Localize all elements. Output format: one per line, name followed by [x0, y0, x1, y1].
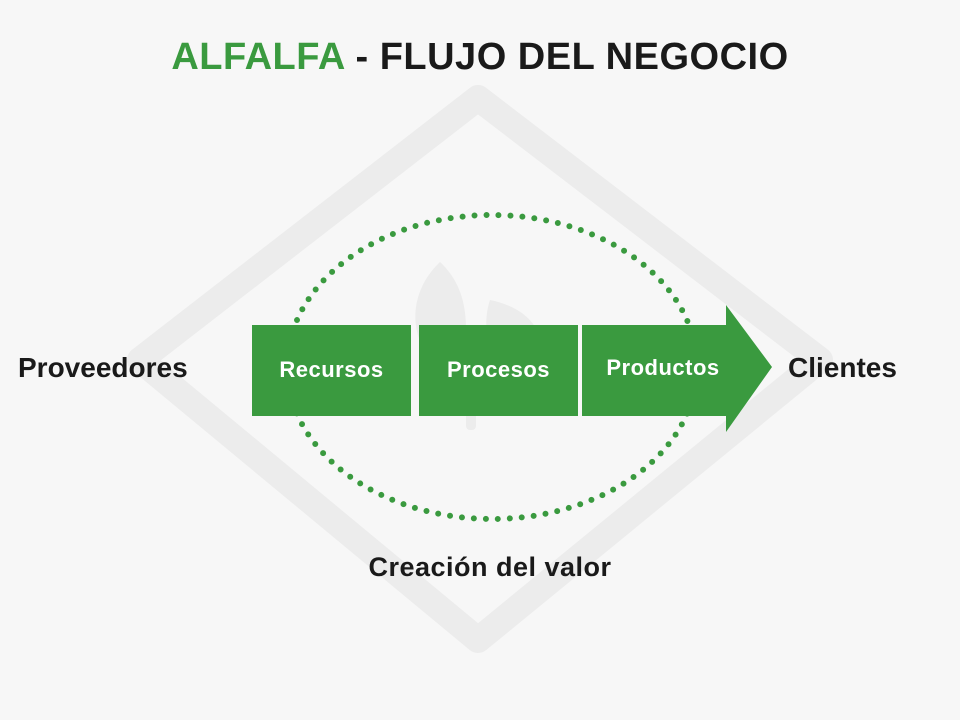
page-title: ALFALFA - FLUJO DEL NEGOCIO	[0, 36, 960, 79]
step-arrow-productos	[582, 305, 772, 432]
step-box-recursos	[252, 325, 411, 416]
title-rest: - FLUJO DEL NEGOCIO	[344, 36, 789, 78]
step-label-procesos: Procesos	[446, 357, 551, 382]
title-brand: ALFALFA	[171, 36, 345, 78]
step-label-recursos: Recursos	[279, 357, 384, 382]
step-label-productos: Productos	[606, 355, 720, 380]
watermark-diamond	[127, 85, 833, 653]
label-proveedores: Proveedores	[18, 352, 188, 383]
step-box-procesos	[419, 325, 578, 416]
label-creacion-valor: Creación del valor	[368, 552, 612, 582]
label-clientes: Clientes	[788, 352, 897, 383]
